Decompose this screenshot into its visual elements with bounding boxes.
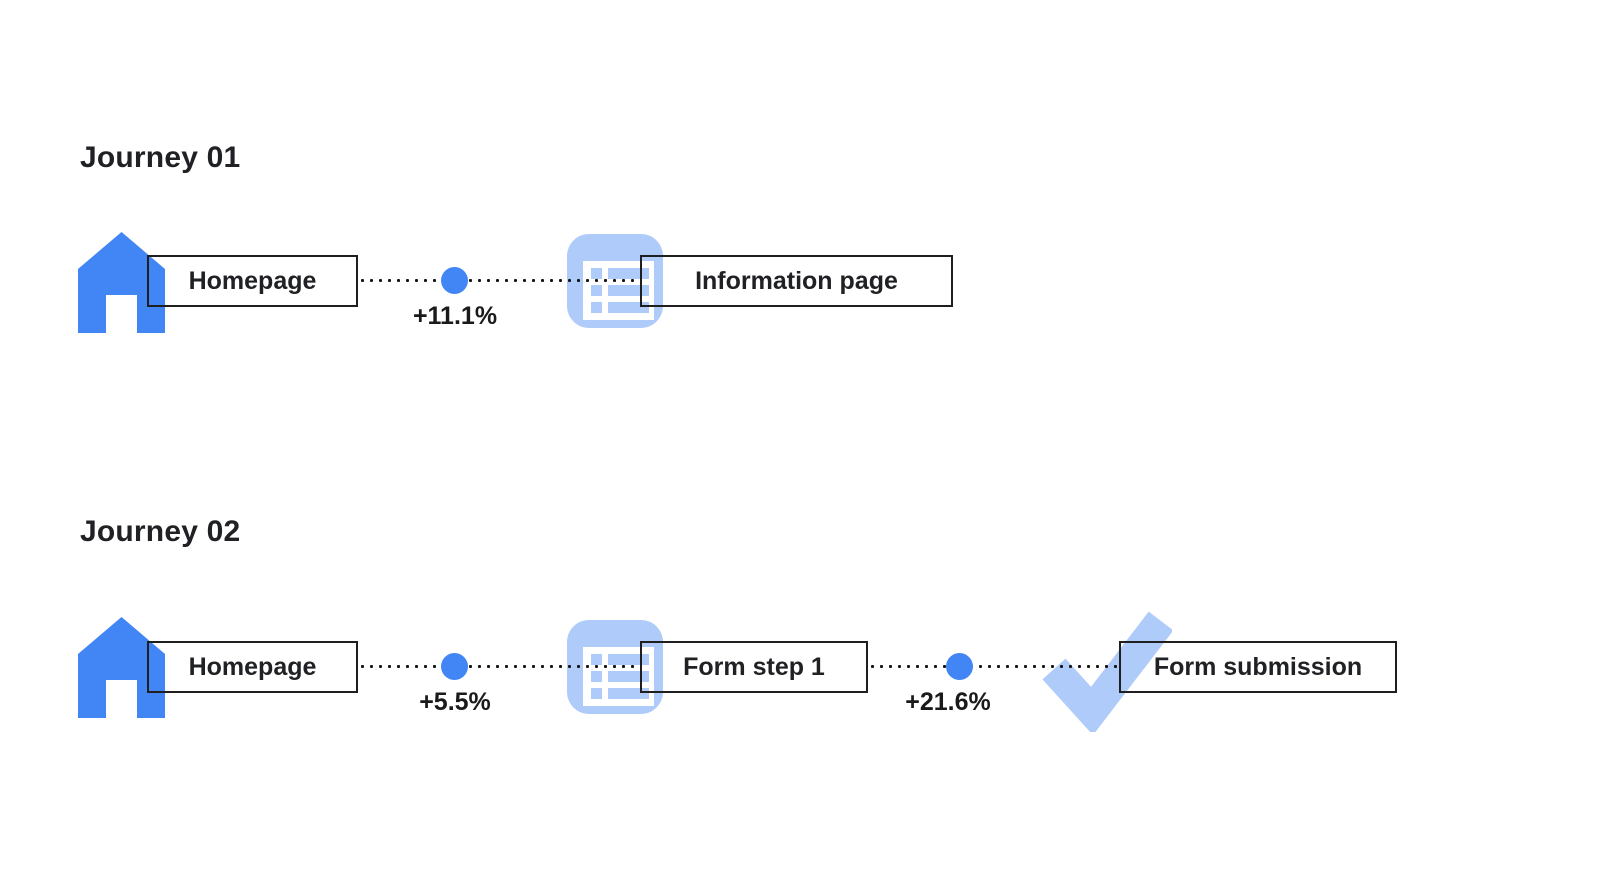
flow-dot <box>441 653 468 680</box>
dotted-connector <box>868 665 1119 668</box>
checkmark-icon <box>1042 611 1172 732</box>
list-row <box>591 671 649 682</box>
home-icon <box>78 232 165 333</box>
delta-label: +11.1% <box>412 302 498 330</box>
list-row <box>591 688 649 699</box>
delta-label: +21.6% <box>905 688 991 716</box>
list-panel <box>583 261 654 320</box>
list-row <box>591 654 649 665</box>
step-label-box-homepage: Homepage <box>147 641 358 693</box>
step-label-box-homepage: Homepage <box>147 255 358 307</box>
list-row <box>591 268 649 279</box>
step-label-box-information-page: Information page <box>640 255 953 307</box>
step-label-box-form-submission: Form submission <box>1119 641 1397 693</box>
dotted-connector <box>358 665 640 668</box>
journey-02-title: Journey 02 <box>80 515 241 548</box>
list-panel <box>583 647 654 706</box>
home-icon <box>78 617 165 718</box>
dotted-connector <box>358 279 640 282</box>
step-label: Homepage <box>188 266 317 295</box>
list-row <box>591 285 649 296</box>
journey-01-title: Journey 01 <box>80 141 241 174</box>
step-label: Information page <box>695 266 898 295</box>
step-label-box-form-step-1: Form step 1 <box>640 641 868 693</box>
step-label: Form submission <box>1153 652 1363 681</box>
flow-dot <box>441 267 468 294</box>
flow-dot <box>946 653 973 680</box>
step-label: Homepage <box>188 652 317 681</box>
step-label: Form step 1 <box>683 652 825 681</box>
list-row <box>591 302 649 313</box>
delta-label: +5.5% <box>419 688 491 716</box>
